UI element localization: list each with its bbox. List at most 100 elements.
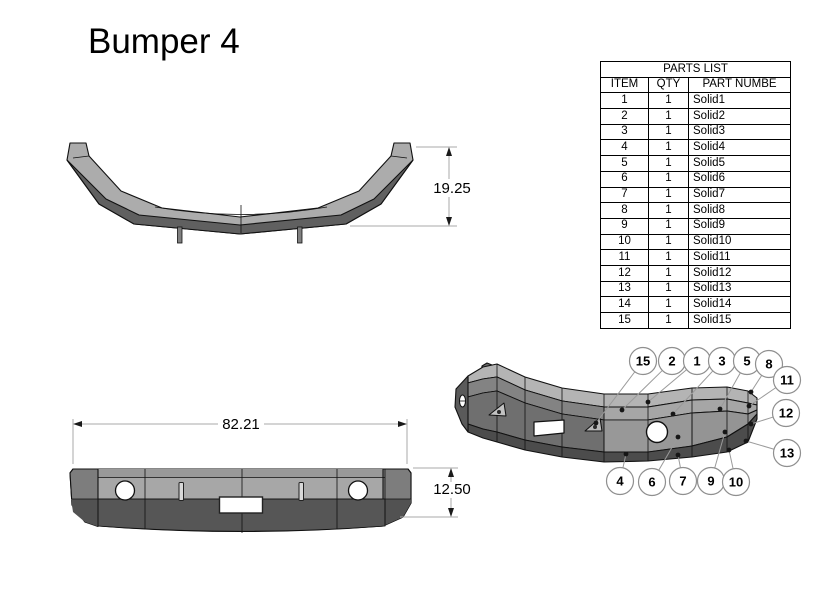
balloon-circle-15 [628,346,658,376]
front-view-bottom-band [97,498,386,532]
balloon-number-1: 1 [693,354,700,369]
balloon-target-dot-4 [623,451,629,457]
balloon-leader-8 [750,375,763,393]
dim-arrow-right [398,421,407,427]
iso-gusset-left [488,402,507,417]
top-view-silhouette [66,142,414,235]
balloon-number-9: 9 [707,474,714,489]
dim-arrow-down [446,217,452,226]
balloon-target-dot-12 [748,421,754,427]
balloon-leader-6 [658,436,679,471]
balloon-target-dot-10 [726,447,732,453]
dim-arrow-up [448,468,454,477]
balloon-leader-10 [728,449,734,469]
isometric-view [454,362,758,463]
balloon-circle-13 [772,438,802,468]
balloon-leader-15 [595,371,636,424]
balloon-target-dot-13 [743,438,749,444]
top-view-bracket-left [177,226,183,244]
balloon-number-13: 13 [780,446,794,461]
balloon-circle-4 [605,466,635,496]
iso-fog-light-hole [645,420,669,444]
cell-qty: 1 [648,312,689,329]
balloon-target-dot-15 [593,420,599,426]
balloon-target-dot-9 [722,429,728,435]
balloon-leader-9 [714,431,726,469]
iso-gusset-left-hole [497,410,501,414]
balloon-number-2: 2 [668,354,675,369]
balloon-number-10: 10 [729,475,743,490]
top-view: 19.25 [66,142,471,244]
dim-arrow-left [73,421,82,427]
balloon-circle-12 [771,398,801,428]
balloon-number-5: 5 [743,354,750,369]
balloon-leader-13 [745,440,775,450]
license-plate-cutout [218,496,264,514]
slot-right [298,482,304,501]
balloon-circle-6 [637,467,667,497]
iso-gusset-right-hole [593,425,597,429]
dim-arrow-down [448,508,454,517]
fog-light-hole-right [347,480,369,501]
dim-text-width: 82.21 [222,416,260,433]
top-view-bracket-right [297,226,303,244]
balloon-target-dot-3 [670,411,676,417]
balloon-number-3: 3 [718,354,725,369]
balloon-leader-2 [621,370,663,411]
cell-part-number: Solid15 [687,312,792,329]
dimension-82-21: 82.21 [72,416,408,464]
iso-bottom-band [467,413,758,463]
balloon-number-4: 4 [616,474,624,489]
front-view-left-cap-lower [71,499,98,527]
balloon-circle-8 [754,349,784,379]
balloon-target-dot-5 [717,406,723,412]
balloon-number-15: 15 [636,354,650,369]
balloon-circle-10 [721,467,751,497]
balloon-number-8: 8 [765,357,772,372]
balloon-leader-11 [748,387,777,407]
balloon-circle-7 [668,466,698,496]
balloon-target-dot-11 [746,403,752,409]
slot-left [178,482,184,501]
top-view-tip-edges [72,155,408,159]
balloon-target-dot-2 [619,407,625,413]
dim-text-depth: 19.25 [433,180,471,197]
balloon-leader-1 [647,369,687,403]
fog-light-hole-left [114,480,136,501]
balloon-number-7: 7 [679,474,686,489]
front-view-top-strip [98,469,385,478]
balloon-leader-5 [719,372,741,410]
cell-item: 15 [600,312,649,329]
iso-license-cutout [533,419,565,437]
front-view: 82.21 12.50 [69,416,471,533]
balloon-leader-12 [750,416,774,425]
balloon-leader-3 [672,370,714,415]
balloon-number-12: 12 [779,406,793,421]
balloon-target-dot-6 [675,434,681,440]
drawing-title: Bumper 4 [88,22,240,61]
balloon-number-11: 11 [780,373,794,388]
front-view-right-cap-lower [383,499,411,526]
balloon-target-dot-7 [675,452,681,458]
top-view-front-band [66,159,414,235]
dim-text-height: 12.50 [433,481,471,498]
dimension-19-25: 19.25 [350,146,471,227]
dim-arrow-up [446,147,452,156]
balloon-circle-11 [772,365,802,395]
balloon-target-dot-1 [645,399,651,405]
dimension-12-50: 12.50 [400,467,471,518]
